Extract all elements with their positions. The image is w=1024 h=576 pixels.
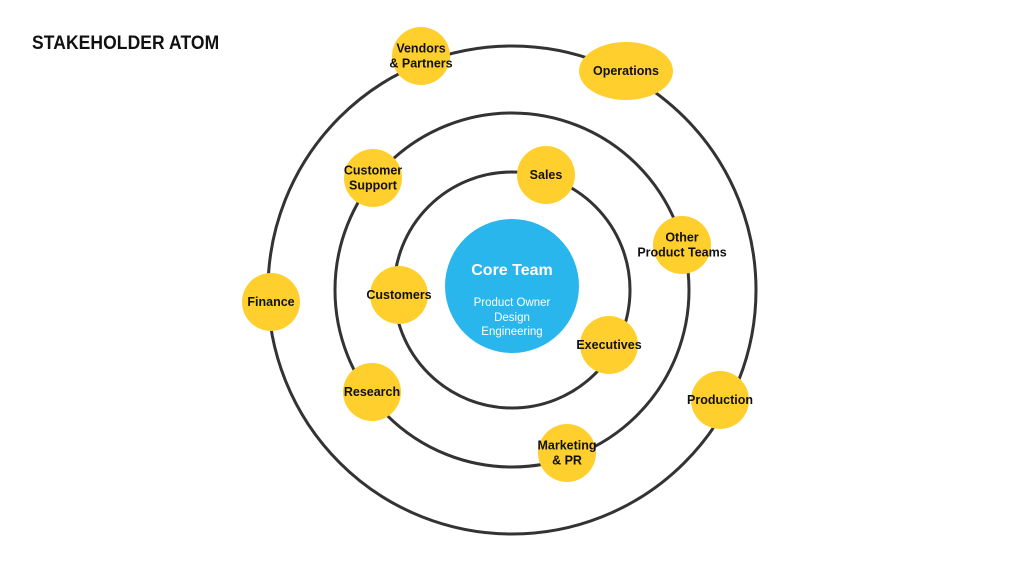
core-team-member: Engineering xyxy=(481,326,542,338)
stakeholder-node-label: Vendors xyxy=(396,42,445,56)
stakeholder-node-circle xyxy=(517,146,575,204)
stakeholder-node-label: & Partners xyxy=(389,57,452,71)
stakeholder-node-circle xyxy=(370,266,428,324)
stakeholder-node-circle xyxy=(538,424,596,482)
stakeholder-node-circle xyxy=(653,216,711,274)
stakeholder-node-label: Executives xyxy=(576,338,641,352)
middle-ring xyxy=(333,111,691,469)
stakeholder-node-circle xyxy=(343,363,401,421)
stakeholder-node-label: Customer xyxy=(344,164,402,178)
core-team-member: Product Owner xyxy=(474,297,551,309)
stakeholder-node-circle xyxy=(579,42,673,100)
core-team-circle xyxy=(445,219,579,353)
stakeholder-node-research: Research xyxy=(343,363,401,421)
stakeholder-node-marketing-pr: Marketing& PR xyxy=(537,424,597,482)
stakeholder-node-label: Product Teams xyxy=(637,246,726,260)
stakeholder-node-production: Production xyxy=(687,371,753,429)
stakeholder-node-label: Operations xyxy=(593,64,659,78)
stakeholder-node-circle xyxy=(392,27,450,85)
stakeholder-node-label: Sales xyxy=(530,168,563,182)
stakeholder-node-circle xyxy=(344,149,402,207)
stakeholder-node-label: Finance xyxy=(247,295,294,309)
page-title: STAKEHOLDER ATOM xyxy=(32,33,220,54)
stakeholder-node-circle xyxy=(580,316,638,374)
stakeholder-node-circle xyxy=(242,273,300,331)
stakeholder-node-finance: Finance xyxy=(242,273,300,331)
stakeholder-node-operations: Operations xyxy=(579,42,673,100)
stakeholder-node-label: Support xyxy=(349,179,398,193)
stakeholder-node-circle xyxy=(691,371,749,429)
stakeholder-node-vendors-partners: Vendors& Partners xyxy=(389,27,453,85)
stakeholder-node-label: Customers xyxy=(366,288,431,302)
core-team-title: Core Team xyxy=(471,262,553,279)
stakeholder-node-sales: Sales xyxy=(517,146,575,204)
stakeholder-node-label: Research xyxy=(344,385,400,399)
stakeholder-node-executives: Executives xyxy=(576,316,642,374)
stakeholder-node-label: Other xyxy=(665,231,698,245)
stakeholder-node-label: & PR xyxy=(552,454,582,468)
stakeholder-node-label: Production xyxy=(687,393,753,407)
stakeholder-node-label: Marketing xyxy=(537,439,596,453)
stakeholder-node-customers: Customers xyxy=(366,266,432,324)
core-team-member: Design xyxy=(494,312,530,324)
